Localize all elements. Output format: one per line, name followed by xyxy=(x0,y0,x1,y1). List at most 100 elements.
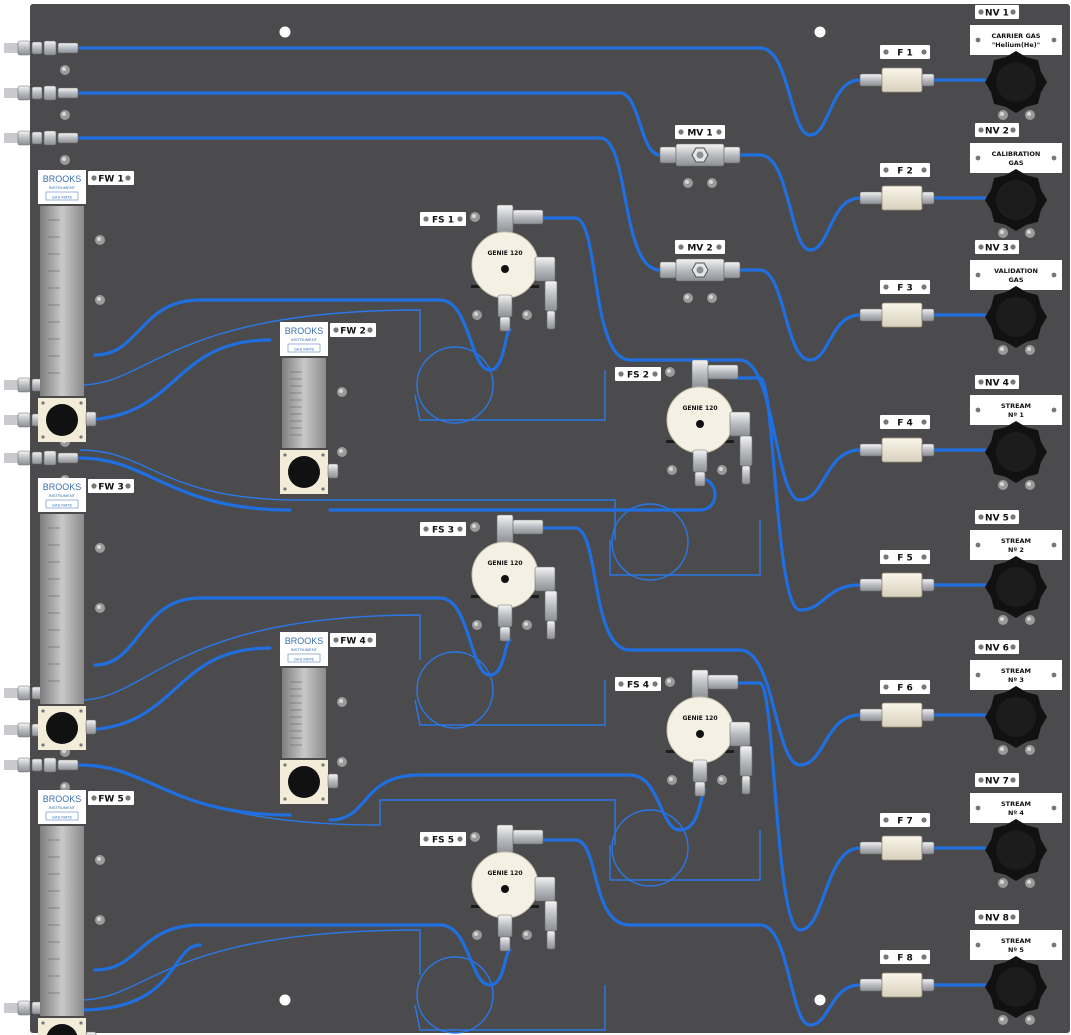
fitting-nut xyxy=(859,73,883,87)
flowmeter-model: GAS MATE xyxy=(52,503,73,508)
bulkhead-stub xyxy=(4,133,18,143)
screw-highlight xyxy=(62,112,66,116)
nv-label-line-2: Nº 2 xyxy=(1008,546,1024,554)
screw-highlight xyxy=(1000,482,1004,486)
screw-highlight xyxy=(1027,747,1031,751)
nv-label-line-2: GAS xyxy=(1008,276,1023,284)
nv-label-line-1: STREAM xyxy=(1001,937,1031,945)
flowmeter-knob[interactable] xyxy=(288,456,320,488)
screw-icon xyxy=(91,175,97,181)
fitting-nut xyxy=(57,87,79,99)
fitting-nut xyxy=(31,758,43,772)
mounting-hole xyxy=(814,994,826,1006)
screw-icon xyxy=(423,526,429,532)
screw-icon xyxy=(41,709,45,713)
flowmeter-knob[interactable] xyxy=(46,404,78,436)
screw-icon xyxy=(1051,407,1057,413)
mounting-hole xyxy=(814,26,826,38)
fitting-nut xyxy=(729,411,751,437)
bulkhead-stub xyxy=(4,688,18,698)
fitting-nut xyxy=(496,204,514,234)
screw-highlight xyxy=(339,389,343,393)
screw-highlight xyxy=(1000,880,1004,884)
fitting-nut xyxy=(859,443,883,457)
screw-icon xyxy=(921,554,927,560)
manifold-valve[interactable]: MV 1 xyxy=(659,125,741,188)
fitting-nut xyxy=(43,40,57,56)
fw-tag-box xyxy=(330,633,376,647)
fitting-nut xyxy=(694,471,706,487)
fitting-nut xyxy=(692,759,708,783)
inline-filter xyxy=(881,572,923,598)
screw-icon xyxy=(978,914,984,920)
screw-icon xyxy=(283,487,287,491)
screw-icon xyxy=(91,483,97,489)
manifold-valve[interactable]: MV 2 xyxy=(659,240,741,303)
flowmeter-knob[interactable] xyxy=(46,1024,78,1035)
screw-icon xyxy=(1051,542,1057,548)
fs-tag-box xyxy=(615,367,661,381)
knob-face xyxy=(996,697,1036,737)
flowmeter-knob[interactable] xyxy=(46,712,78,744)
screw-highlight xyxy=(474,932,478,936)
flowmeter-knob[interactable] xyxy=(288,766,320,798)
nv-tag: NV 5 xyxy=(985,514,1009,524)
nv-tag: NV 1 xyxy=(985,9,1009,19)
screw-icon xyxy=(883,954,889,960)
brooks-subtext: INSTRUMENT xyxy=(49,805,76,810)
screw-icon xyxy=(457,216,463,222)
mv-tag-box xyxy=(675,240,725,254)
fitting-nut xyxy=(921,578,935,592)
fw-tag-box xyxy=(88,791,134,805)
screw-icon xyxy=(283,797,287,801)
mounting-hole xyxy=(279,994,291,1006)
separator-center xyxy=(696,420,704,428)
nv-tag: NV 6 xyxy=(985,644,1009,654)
screw-icon xyxy=(457,836,463,842)
filter-tag-box xyxy=(880,45,930,59)
screw-highlight xyxy=(472,524,476,528)
screw-icon xyxy=(1010,244,1016,250)
fitting-nut xyxy=(921,443,935,457)
screw-icon xyxy=(125,175,131,181)
flowmeter-model: GAS MATE xyxy=(52,815,73,820)
knob-face xyxy=(996,180,1036,220)
screw-highlight xyxy=(719,467,723,471)
screw-highlight xyxy=(474,312,478,316)
fitting-nut xyxy=(707,674,739,690)
screw-icon xyxy=(79,435,83,439)
fitting-nut xyxy=(739,435,753,467)
bulkhead-fitting xyxy=(4,40,79,75)
fitting-nut xyxy=(544,900,558,932)
screw-icon xyxy=(41,743,45,747)
filter-tag-box xyxy=(880,680,930,694)
bulkhead-stub xyxy=(4,380,18,390)
screw-icon xyxy=(975,805,981,811)
fitting-nut xyxy=(327,463,339,479)
screw-highlight xyxy=(669,467,673,471)
fitting-nut xyxy=(859,191,883,205)
fitting-nut xyxy=(859,841,883,855)
screw-icon xyxy=(79,709,83,713)
knob-face xyxy=(996,567,1036,607)
screw-icon xyxy=(1051,805,1057,811)
screw-highlight xyxy=(1000,112,1004,116)
screw-highlight xyxy=(1000,230,1004,234)
nv-label-plate xyxy=(970,143,1062,173)
screw-highlight xyxy=(667,369,671,373)
separator-center xyxy=(696,730,704,738)
screw-icon xyxy=(975,407,981,413)
nv-label-line-1: CARRIER GAS xyxy=(992,32,1041,40)
flowmeter-tube xyxy=(40,826,84,1016)
fitting-nut xyxy=(859,708,883,722)
fitting-nut xyxy=(544,280,558,312)
nv-tag-box xyxy=(975,5,1019,19)
inline-filter xyxy=(881,67,923,93)
screw-highlight xyxy=(709,180,713,184)
screw-icon xyxy=(1010,514,1016,520)
screw-icon xyxy=(125,483,131,489)
